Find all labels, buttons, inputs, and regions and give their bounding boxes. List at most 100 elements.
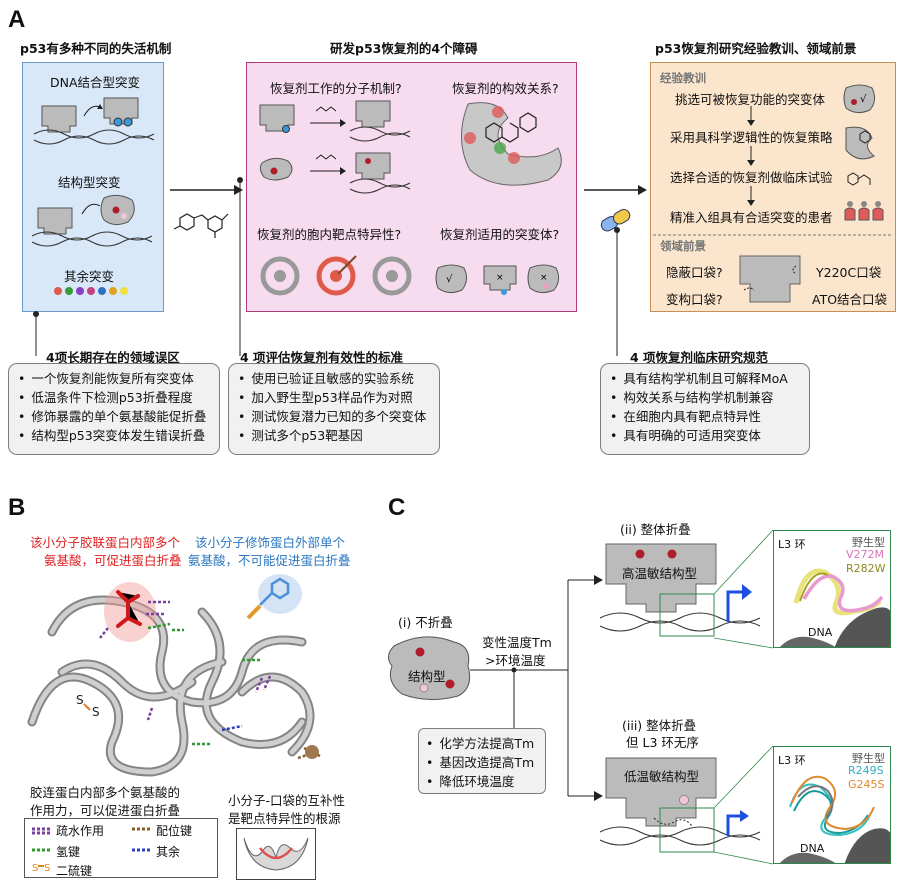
panel-a-left-header: p53有多种不同的失活机制: [20, 41, 172, 56]
panel-a-connectors: [33, 177, 620, 356]
folded-title: (ii) 整体折叠: [620, 522, 691, 537]
obstacle-mechanism: 恢复剂工作的分子机制?: [270, 81, 402, 96]
obstacle-applicable-mutants: 恢复剂适用的突变体?: [440, 227, 560, 242]
tm-method-item: 基因改造提高Tm: [426, 753, 534, 772]
pill-icon: [600, 209, 631, 232]
arrow-to-lessons: [584, 185, 647, 232]
tm-method-item: 降低环境温度: [426, 772, 534, 791]
dna-binding-mutation-illustration: [33, 97, 155, 145]
target-specificity-illustration: [260, 255, 412, 296]
clinical-standard-item: 具有结构学机制且可解释MoA: [610, 369, 787, 388]
other-mutation-label: 其余突变: [64, 269, 115, 284]
dna-binding-mutation-label: DNA结合型突变: [50, 75, 141, 90]
inset-zoom-connectors: [713, 529, 774, 865]
outlook-y220c-pocket: Y220C口袋: [816, 265, 882, 280]
lesson-3: 选择合适的恢复剂做临床试验: [670, 170, 833, 185]
l3-loop-inset-2: [773, 746, 891, 864]
interaction-legend: [24, 818, 218, 878]
legend-coordination: 配位键: [156, 824, 193, 838]
folded-protein-dna-illustration: [599, 543, 761, 637]
svg-text:S: S: [92, 705, 100, 719]
modify-caption-line1: 该小分子修饰蛋白外部单个: [195, 535, 346, 550]
svg-text:×: ×: [496, 273, 504, 283]
lesson-1: 挑选可被恢复功能的突变体: [675, 92, 826, 107]
panel-a-right-header: p53恢复剂研究经验教训、领域前景: [655, 41, 857, 56]
tm-label-line2: >环境温度: [485, 653, 546, 668]
legend-swatches: S S: [32, 827, 150, 874]
misconception-item: 一个恢复剂能恢复所有突变体: [18, 369, 206, 388]
svg-text:√: √: [860, 94, 867, 105]
svg-text:S: S: [32, 863, 38, 874]
legend-hbond: 氢键: [56, 845, 81, 859]
outlook-allosteric-pocket: 变构口袋?: [666, 292, 723, 307]
pocket-complementarity-illustration: [236, 828, 316, 880]
outlook-title: 领域前景: [660, 239, 706, 253]
clinical-standards-list: 具有结构学机制且可解释MoA 构效关系与结构学机制兼容 在细胞内具有靶点特异性 …: [610, 369, 788, 445]
structural-mutation-label: 结构型突变: [58, 175, 121, 190]
svg-text:S: S: [44, 863, 50, 874]
inactivation-mechanisms-box: [22, 62, 164, 312]
partial-folded-protein-dna-illustration: [599, 757, 761, 853]
legend-disulfide: 二硫键: [56, 864, 93, 878]
legend-hydrophobic: 疏水作用: [56, 824, 105, 838]
panel-c-letter: C: [388, 494, 406, 521]
l3-loop-inset-1: [773, 530, 891, 648]
lessons-outlook-divider: [653, 234, 893, 236]
unfolded-title: (i) 不折叠: [398, 615, 453, 630]
inset1-legend-v272m: V272M: [846, 548, 885, 561]
inset2-legend-g245s: G245S: [848, 778, 885, 791]
misconceptions-title: 4项长期存在的领域误区: [46, 350, 180, 365]
inset2-title: L3 环: [778, 754, 806, 767]
lessons-title: 经验教训: [660, 71, 706, 85]
mechanism-illustration: [259, 100, 411, 194]
restorer-molecule-icon: [173, 213, 229, 238]
lesson-2: 采用具科学逻辑性的恢复策略: [670, 130, 833, 145]
sar-illustration: [460, 102, 562, 186]
clinical-standard-item: 在细胞内具有靶点特异性: [610, 407, 788, 426]
l3-loop-2-structure: [779, 775, 890, 863]
clinical-standard-item: 构效关系与结构学机制兼容: [610, 388, 788, 407]
obstacle-sar: 恢复剂的构效关系?: [452, 81, 559, 96]
partial-title-line2: 但 L3 环无序: [626, 735, 699, 750]
inset1-title: L3 环: [778, 538, 806, 551]
other-mutation-dots: [54, 287, 128, 295]
misconception-item: 低温条件下检测p53折叠程度: [18, 388, 206, 407]
criteria-item: 使用已验证且敏感的实验系统: [238, 369, 426, 388]
bottom-right-caption-line2: 是靶点特异性的根源: [228, 811, 341, 826]
unfolded-structural-label: 结构型: [408, 669, 446, 684]
panel-a-mid-header: 研发p53恢复剂的4个障碍: [330, 41, 478, 56]
legend-other: 其余: [156, 845, 181, 859]
partial-cold-sensitive-label: 低温敏结构型: [624, 769, 700, 784]
inset2-legend-r249s: R249S: [848, 764, 884, 777]
structural-mutation-illustration: [31, 194, 153, 247]
modify-caption-line2: 氨基酸，不可能促进蛋白折叠: [188, 553, 351, 568]
misconception-item: 修饰暴露的单个氨基酸能促折叠: [18, 407, 206, 426]
applicable-mutants-illustration: √ × ×: [435, 264, 560, 295]
bottom-left-caption-line1: 胶连蛋白内部多个氨基酸的: [30, 785, 181, 800]
outlook-ato-pocket: ATO结合口袋: [812, 292, 888, 307]
clinical-standard-item: 具有明确的可适用突变体: [610, 426, 788, 445]
criteria-list: 使用已验证且敏感的实验系统 加入野生型p53样品作为对照 测试恢复潜力已知的多个…: [238, 369, 426, 445]
arrow-to-obstacles: [170, 185, 243, 238]
inset1-legend-r282w: R282W: [846, 562, 886, 575]
bottom-left-caption-line2: 作用力，可以促进蛋白折叠: [30, 803, 181, 818]
inset2-legend-wildtype: 野生型: [852, 752, 885, 765]
l3-loop-1-structure: [779, 568, 890, 647]
svg-text:×: ×: [540, 273, 548, 283]
tm-method-item: 化学方法提高Tm: [426, 734, 534, 753]
misconception-item: 结构型p53突变体发生错误折叠: [18, 426, 206, 445]
pocket-protein-illustration: [739, 255, 801, 303]
criteria-item: 加入野生型p53样品作为对照: [238, 388, 426, 407]
folded-heat-sensitive-label: 高温敏结构型: [622, 566, 698, 581]
crosslink-caption-line2: 氨基酸，可促进蛋白折叠: [44, 553, 182, 568]
bottom-right-caption-line1: 小分子-口袋的互补性: [228, 793, 346, 808]
partial-title-line1: (iii) 整体折叠: [622, 718, 697, 733]
svg-text:√: √: [446, 274, 453, 285]
obstacle-target-specificity: 恢复剂的胞内靶点特异性?: [257, 227, 402, 242]
outlook-hidden-pocket: 隐蔽口袋?: [666, 265, 723, 280]
tm-label-line1: 变性温度Tm: [482, 635, 552, 650]
crosslinker-molecule: [116, 590, 142, 628]
panel-a-letter: A: [8, 6, 26, 33]
modifier-molecule: [259, 577, 290, 606]
crosslink-caption-line1: 该小分子胶联蛋白内部多个: [30, 535, 181, 550]
